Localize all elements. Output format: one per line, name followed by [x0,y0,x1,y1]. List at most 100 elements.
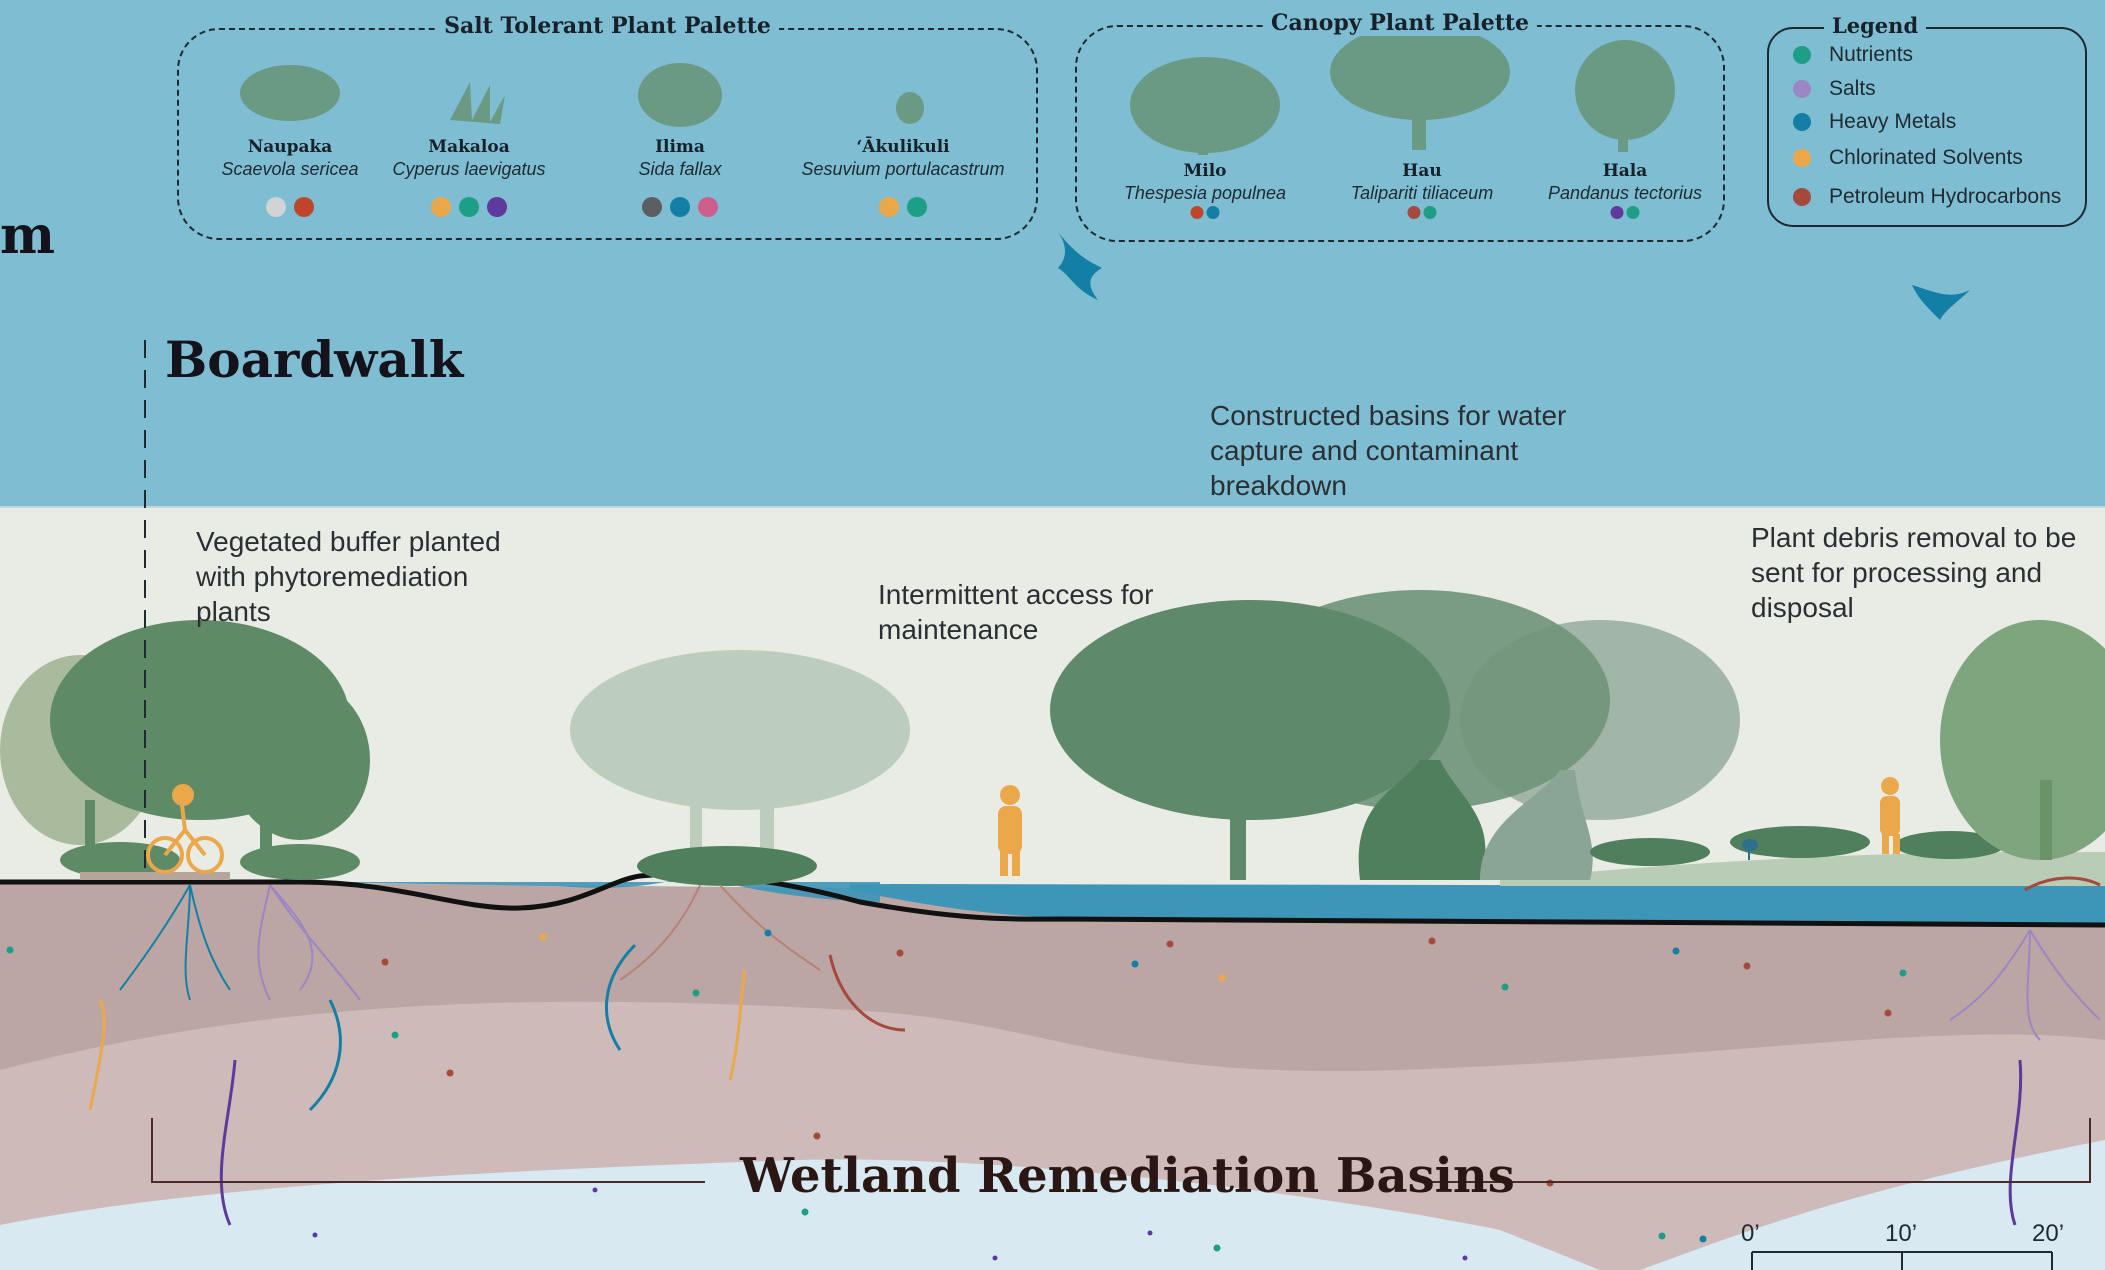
palm-tree [1940,620,2105,860]
legend: Legend Nutrients Salts Heavy Metals Chlo… [1767,13,2087,227]
contaminant-particles [6,929,1907,1261]
water-basin-right [850,884,2105,926]
plant-name: Makaloa [428,137,510,157]
legend-label: Petroleum Hydrocarbons [1829,185,2062,208]
scale-label-10: 10’ [1885,1220,1918,1247]
contaminant-dot-icon [879,197,899,217]
plant-scientific-name: Talipariti tiliaceum [1350,183,1494,203]
legend-label: Nutrients [1829,43,1914,66]
right-shrubs [1590,826,2005,866]
heron-icon [1742,839,1758,860]
contaminant-dot-icon [487,197,507,217]
plant-name: Hala [1602,161,1648,181]
contaminant-dots [1407,206,1437,219]
page-title-fragment: m [0,205,56,266]
contaminant-dot-icon [1626,206,1640,219]
cyclist-figure [146,784,224,874]
contaminant-dot-icon [907,197,927,217]
contaminant-dot-icon [1407,206,1421,219]
plant-scientific-name: Sesuvium portulacastrum [801,159,1005,179]
plant-akulikuli: ‘Ākulikuli Sesuvium portulacastrum [783,136,1023,180]
scale-label-20: 20’ [2032,1220,2065,1247]
contaminant-dots [266,197,314,217]
contaminant-dot-icon [1610,206,1624,219]
plant-name: Milo [1183,161,1227,181]
raking-worker-figure [1880,777,1900,854]
petroleum-hydrocarbons-swatch-icon [1793,188,1811,206]
annotation-maintenance: Intermittent access for maintenance [878,579,1154,645]
mound-shrubs [637,846,817,886]
grass-mound [1500,851,2105,886]
annotation-basins: Constructed basins for water capture and… [1210,400,1567,501]
canopy-trees [1050,590,1740,880]
groundwater-layer-right [1640,1140,2105,1270]
contaminant-dots [1610,206,1640,219]
faded-canopy-tree [570,650,910,860]
sky-band [0,0,2105,507]
plant-ilima: Ilima Sida fallax [560,136,800,180]
contaminant-dot-icon [1206,206,1220,219]
plant-hala: Hala Pandanus tectorius [1505,160,1745,204]
bird-icon [1912,285,1970,320]
contaminant-dot-icon [431,197,451,217]
plant-scientific-name: Scaevola sericea [221,159,359,179]
contaminant-dot-icon [459,197,479,217]
contaminant-flow-arrows [88,876,2101,1226]
legend-item-chlorinated-solvents: Chlorinated Solvents [1793,146,2023,170]
palette-plant-silhouettes [240,24,1675,155]
salt-tolerant-palette: Salt Tolerant Plant Palette [177,13,1038,240]
plant-milo: Milo Thespesia populnea [1085,160,1325,204]
legend-item-petroleum-hydrocarbons: Petroleum Hydrocarbons [1793,185,2061,209]
contaminant-dots [1190,206,1220,219]
heavy-metals-swatch-icon [1793,113,1811,131]
nutrients-swatch-icon [1793,46,1811,64]
ground-line [0,871,2105,928]
boardwalk-deck [80,872,230,880]
legend-title: Legend [1824,13,1927,38]
annotation-debris: Plant debris removal to be sent for proc… [1751,522,2077,623]
bird-icon [1055,228,1102,300]
legend-item-salts: Salts [1793,77,1876,101]
contaminant-dot-icon [294,197,314,217]
plant-scientific-name: Thespesia populnea [1123,183,1287,203]
legend-item-nutrients: Nutrients [1793,43,1913,67]
salt-palette-title: Salt Tolerant Plant Palette [436,13,779,39]
legend-item-heavy-metals: Heavy Metals [1793,110,1956,134]
contaminant-dot-icon [670,197,690,217]
contaminant-dot-icon [698,197,718,217]
buffer-trees [0,620,370,880]
groundwater-layer [0,1159,1600,1270]
contaminant-dot-icon [1190,206,1204,219]
plant-name: Naupaka [247,137,333,157]
boardwalk-heading: Boardwalk [165,330,464,389]
canopy-palette-title: Canopy Plant Palette [1262,10,1538,36]
contaminant-dots [642,197,718,217]
section-title: Wetland Remediation Basins [740,1148,1515,1204]
legend-label: Heavy Metals [1829,110,1957,133]
plant-name: Hau [1402,161,1442,181]
plant-makaloa: Makaloa Cyperus laevigatus [349,136,589,180]
plant-scientific-name: Pandanus tectorius [1547,183,1703,203]
contaminant-dot-icon [1423,206,1437,219]
scale-label-0: 0’ [1741,1220,1760,1247]
plant-name: ‘Ākulikuli [856,137,950,157]
canopy-palette: Canopy Plant Palette [1075,10,1725,242]
salts-swatch-icon [1793,80,1811,98]
plant-roots [119,884,2101,1041]
legend-label: Chlorinated Solvents [1829,146,2023,169]
plant-name: Ilima [655,137,705,157]
plant-naupaka: Naupaka Scaevola sericea [170,136,410,180]
section-bracket [151,1118,2091,1183]
contaminant-dots [879,197,927,217]
chlorinated-solvents-swatch-icon [1793,149,1811,167]
contaminant-dots [431,197,507,217]
scale-bar [1751,1251,2053,1270]
contaminant-dot-icon [266,197,286,217]
worker-figure [998,785,1022,876]
plant-scientific-name: Cyperus laevigatus [392,159,546,179]
annotation-buffer: Vegetated buffer planted with phytoremed… [196,526,501,627]
plant-scientific-name: Sida fallax [638,159,722,179]
legend-label: Salts [1829,77,1876,100]
